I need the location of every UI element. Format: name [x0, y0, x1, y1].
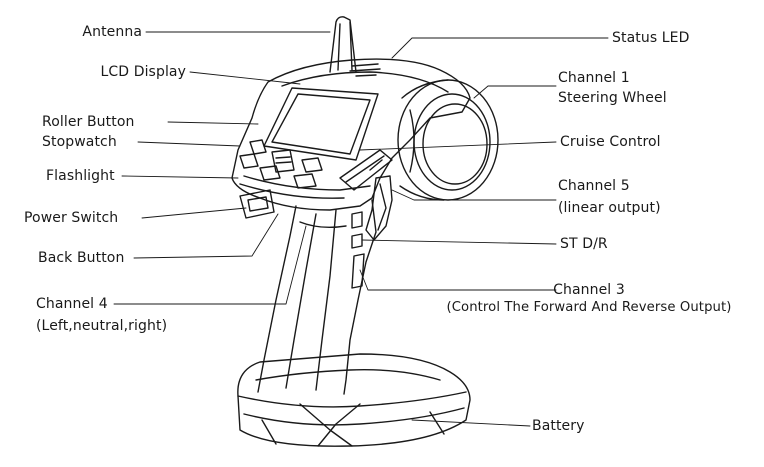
leader-roller — [167, 121, 259, 125]
label-back-button: Back Button — [38, 250, 125, 266]
leader-ch3 — [359, 269, 557, 291]
leader-ch1 — [473, 85, 557, 99]
trigger-part — [365, 175, 393, 241]
grip-part — [257, 199, 377, 395]
label-flashlight: Flashlight — [46, 168, 115, 184]
leader-stdr — [361, 239, 557, 245]
label-roller-button: Roller Button — [42, 114, 135, 130]
label-lcd-display: LCD Display — [100, 64, 186, 80]
label-power-switch: Power Switch — [24, 210, 119, 226]
button-cluster — [239, 139, 323, 189]
label-channel5-line2: (linear output) — [558, 200, 661, 216]
label-channel4-line2: (Left,neutral,right) — [36, 318, 168, 334]
leader-power — [141, 207, 247, 219]
label-stopwatch: Stopwatch — [42, 134, 117, 150]
steering-wheel-part — [397, 79, 499, 201]
leader-status — [391, 37, 609, 59]
leader-battery — [411, 419, 531, 427]
leader-ch5 — [391, 189, 557, 201]
base-part — [237, 353, 471, 447]
leader-cruise — [359, 141, 557, 151]
leader-flashlight — [121, 175, 239, 179]
lcd-screen-part — [263, 87, 379, 161]
label-channel1-line1: Channel 1 — [558, 70, 630, 86]
label-channel5-line1: Channel 5 — [558, 178, 630, 194]
st-dr-switch-part — [351, 211, 365, 289]
label-status-led: Status LED — [612, 30, 690, 46]
label-channel1-line2: Steering Wheel — [558, 90, 667, 106]
antenna-part — [329, 16, 357, 73]
label-cruise-control: Cruise Control — [560, 134, 661, 150]
leader-ch4 — [113, 225, 307, 305]
leader-stopwatch — [137, 141, 241, 147]
label-channel3-line1: Channel 3 — [553, 282, 625, 298]
label-st-dr: ST D/R — [560, 236, 608, 252]
leader-lines — [113, 31, 609, 427]
label-channel3-line2: (Control The Forward And Reverse Output) — [446, 300, 732, 315]
power-switch-part — [239, 189, 275, 219]
leader-lcd — [189, 71, 301, 85]
label-antenna: Antenna — [82, 24, 142, 40]
cruise-control-part — [339, 149, 393, 191]
leader-back — [133, 213, 279, 259]
label-battery: Battery — [532, 418, 585, 434]
label-channel4-line1: Channel 4 — [36, 296, 108, 312]
